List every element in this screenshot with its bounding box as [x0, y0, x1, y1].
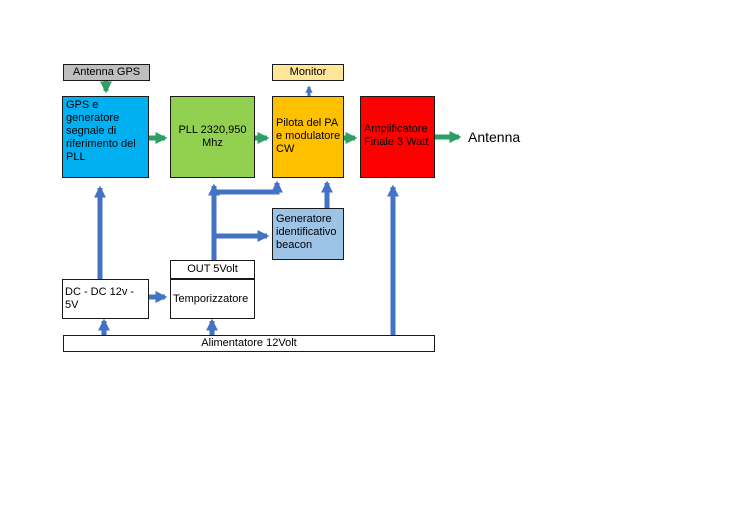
- pll-label: PLL 2320,950 Mhz: [178, 124, 247, 149]
- pll-block: PLL 2320,950 Mhz: [170, 96, 255, 178]
- dcdc-block: DC - DC 12v - 5V: [62, 279, 149, 319]
- monitor-label: Monitor: [289, 66, 327, 78]
- gps-reference-label: GPS e generatore segnale di riferimento …: [66, 99, 136, 163]
- amplifier-label: Amplificatore Finale 3 Watt: [364, 123, 429, 148]
- antenna-gps-block: Antenna GPS: [63, 64, 150, 81]
- out-5v-block: OUT 5Volt: [170, 260, 255, 279]
- amplifier-block: Amplificatore Finale 3 Watt: [360, 96, 435, 178]
- out-5v-label: OUT 5Volt: [187, 263, 238, 275]
- timer-label: Temporizzatore: [173, 292, 249, 305]
- dcdc-label: DC - DC 12v - 5V: [65, 286, 135, 311]
- timer-block: Temporizzatore: [170, 279, 255, 319]
- pa-driver-block: Pilota del PA e modulatore CW: [272, 96, 344, 178]
- gps-reference-block: GPS e generatore segnale di riferimento …: [62, 96, 149, 178]
- monitor-block: Monitor: [272, 64, 344, 81]
- arrow-timer-to-driver: [214, 180, 284, 195]
- pa-driver-label: Pilota del PA e modulatore CW: [276, 117, 341, 155]
- antenna-gps-label: Antenna GPS: [72, 66, 141, 78]
- beacon-id-label: Generatore identificativo beacon: [276, 213, 337, 251]
- power-supply-label: Alimentatore 12Volt: [201, 337, 297, 349]
- antenna-label: Antenna: [468, 129, 521, 145]
- power-supply-block: Alimentatore 12Volt: [63, 335, 435, 352]
- beacon-id-block: Generatore identificativo beacon: [272, 208, 344, 260]
